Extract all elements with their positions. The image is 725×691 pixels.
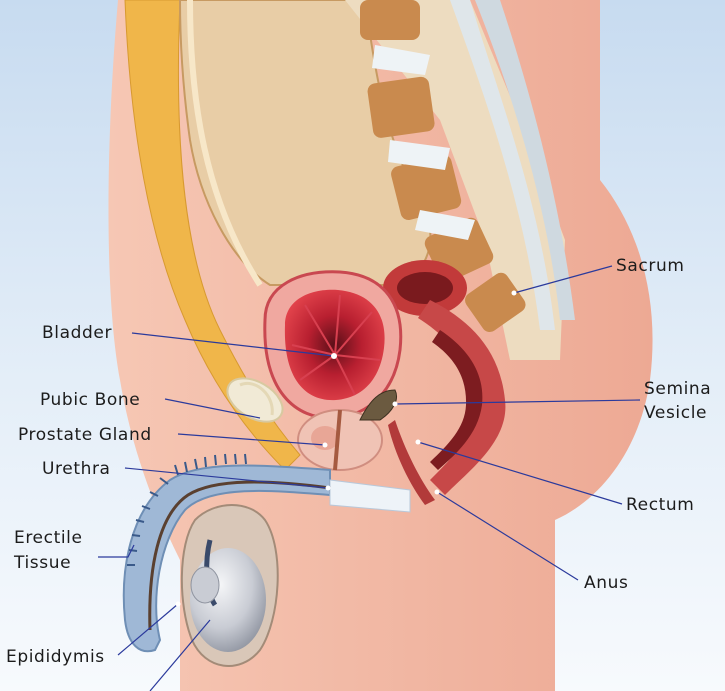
leader-dots (175, 290, 517, 607)
label-rectum: Rectum (626, 495, 694, 515)
rectum (383, 260, 506, 505)
label-seminal-vesicle-line2: Vesicle (644, 403, 707, 423)
peritoneum (187, 0, 263, 287)
label-urethra: Urethra (42, 459, 111, 479)
label-prostate-gland: Prostate Gland (18, 425, 152, 445)
label-bladder: Bladder (42, 323, 112, 343)
label-erectile-tissue-line2: Tissue (13, 553, 71, 573)
spine (345, 0, 575, 360)
label-sacrum: Sacrum (616, 256, 684, 276)
label-anus: Anus (584, 573, 628, 593)
label-erectile-tissue-line1: Erectile (14, 528, 83, 548)
testis (180, 504, 279, 667)
leader-lines (98, 265, 641, 691)
label-epididymis: Epididymis (6, 647, 105, 667)
seminal-vesicle (359, 389, 397, 421)
bladder (263, 270, 403, 420)
label-pubic-bone: Pubic Bone (40, 390, 140, 410)
fat-layer (124, 0, 301, 471)
label-seminal-vesicle-line1: Semina (644, 379, 711, 399)
